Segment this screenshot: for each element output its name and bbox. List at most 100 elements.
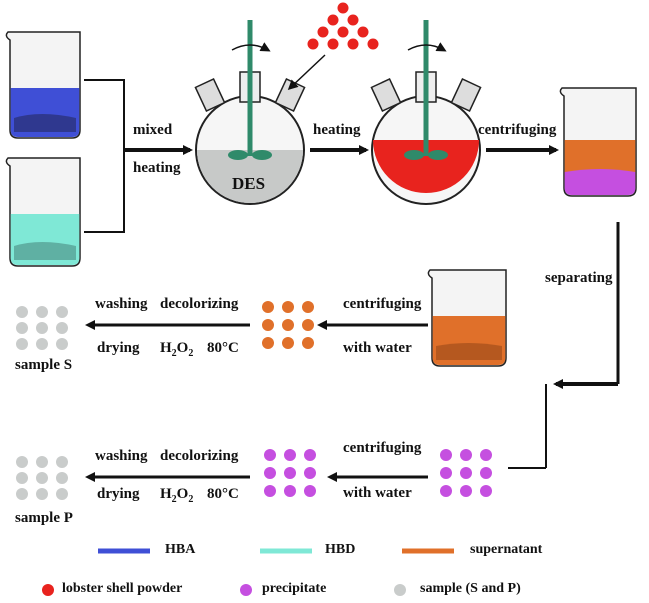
label-washing-s: washing: [95, 296, 148, 312]
sample-dot: [16, 322, 28, 334]
precipitate-dot: [284, 485, 296, 497]
supernatant-dot: [262, 319, 274, 331]
lobster-powder-dot: [317, 26, 329, 38]
label-h2o2-s: H2O2: [160, 340, 194, 359]
sample-dot: [16, 306, 28, 318]
sample-dot: [56, 338, 68, 350]
sample-dot: [56, 322, 68, 334]
sample-dot: [36, 338, 48, 350]
lobster-powder-cluster: [307, 2, 379, 50]
precipitate-dot: [304, 485, 316, 497]
legend-dot-precipitate: [240, 584, 252, 596]
beaker-hbd: [5, 157, 81, 267]
precipitate-dot: [440, 485, 452, 497]
precipitate-dots-grid-1: [440, 449, 492, 497]
legend-label-lobster: lobster shell powder: [62, 581, 183, 596]
label-h2o2-p: H2O2: [160, 486, 194, 505]
sample-p-dots-grid: [16, 456, 68, 500]
sample-dot: [56, 488, 68, 500]
lobster-powder-dot: [337, 2, 349, 14]
supernatant-dot: [262, 301, 274, 313]
lobster-powder-dot: [307, 38, 319, 50]
precipitate-dot: [460, 467, 472, 479]
precipitate-dot: [440, 467, 452, 479]
precipitate-dot: [480, 485, 492, 497]
label-sample-p: sample P: [15, 510, 73, 526]
precipitate-dots-grid-2: [264, 449, 316, 497]
precipitate-dot: [284, 467, 296, 479]
precipitate-dot: [264, 467, 276, 479]
precipitate-dot: [304, 467, 316, 479]
merge-bracket: [84, 79, 125, 233]
label-temp-p: 80°C: [207, 486, 239, 502]
legend-label-hbd: HBD: [325, 542, 356, 557]
legend-dot-sample: [394, 584, 406, 596]
supernatant-dot: [282, 319, 294, 331]
label-temp-s: 80°C: [207, 340, 239, 356]
label-centrifuging-p: centrifuging: [343, 440, 422, 456]
legend-label-sample: sample (S and P): [420, 581, 521, 596]
lobster-powder-dot: [367, 38, 379, 50]
lobster-powder-dot: [327, 38, 339, 50]
label-sample-s: sample S: [15, 357, 73, 373]
precipitate-dot: [284, 449, 296, 461]
label-heating-2: heating: [313, 122, 361, 138]
label-decolorizing-p: decolorizing: [160, 448, 239, 464]
label-separating: separating: [545, 270, 613, 286]
sample-dot: [36, 456, 48, 468]
flask-des: [194, 20, 306, 205]
lobster-powder-dot: [337, 26, 349, 38]
precipitate-dot: [480, 449, 492, 461]
label-des: DES: [232, 174, 266, 193]
sample-dot: [36, 472, 48, 484]
label-mixed: mixed: [133, 122, 173, 138]
label-with-water-p: with water: [343, 485, 412, 501]
supernatant-dot: [302, 337, 314, 349]
legend-dot-lobster: [42, 584, 54, 596]
lobster-powder-dot: [347, 14, 359, 26]
sample-dot: [56, 472, 68, 484]
sample-dot: [16, 338, 28, 350]
precipitate-dot: [264, 449, 276, 461]
supernatant-dot: [282, 301, 294, 313]
sample-dot: [16, 472, 28, 484]
precipitate-dot: [460, 449, 472, 461]
arrow-powder-in: [287, 54, 326, 91]
legend-label-supernatant: supernatant: [470, 542, 543, 557]
legend-label-hba: HBA: [165, 542, 196, 557]
precipitate-dot: [264, 485, 276, 497]
sample-dot: [16, 488, 28, 500]
sample-dot: [36, 306, 48, 318]
sample-dot: [36, 488, 48, 500]
label-decolorizing-s: decolorizing: [160, 296, 239, 312]
precipitate-dot: [480, 467, 492, 479]
supernatant-dot: [302, 301, 314, 313]
sample-dot: [56, 306, 68, 318]
precipitate-dot: [460, 485, 472, 497]
lobster-powder-dot: [327, 14, 339, 26]
label-centrifuging-1: centrifuging: [478, 122, 557, 138]
lobster-powder-dot: [357, 26, 369, 38]
beaker-centrifuged: [559, 87, 637, 197]
label-drying-s: drying: [97, 340, 140, 356]
sample-dot: [16, 456, 28, 468]
label-centrifuging-s: centrifuging: [343, 296, 422, 312]
legend-label-precipitate: precipitate: [262, 581, 327, 596]
sample-s-dots-grid: [16, 306, 68, 350]
precipitate-dot: [304, 449, 316, 461]
beaker-supernatant: [427, 269, 507, 367]
beaker-hba: [5, 31, 81, 139]
lobster-powder-dot: [347, 38, 359, 50]
label-with-water-s: with water: [343, 340, 412, 356]
supernatant-dot: [262, 337, 274, 349]
supernatant-dots-grid: [262, 301, 314, 349]
supernatant-dot: [282, 337, 294, 349]
supernatant-dot: [302, 319, 314, 331]
label-drying-p: drying: [97, 486, 140, 502]
flask-heated: [370, 20, 482, 205]
precipitate-dot: [440, 449, 452, 461]
sample-dot: [36, 322, 48, 334]
label-heating-1: heating: [133, 160, 181, 176]
label-washing-p: washing: [95, 448, 148, 464]
